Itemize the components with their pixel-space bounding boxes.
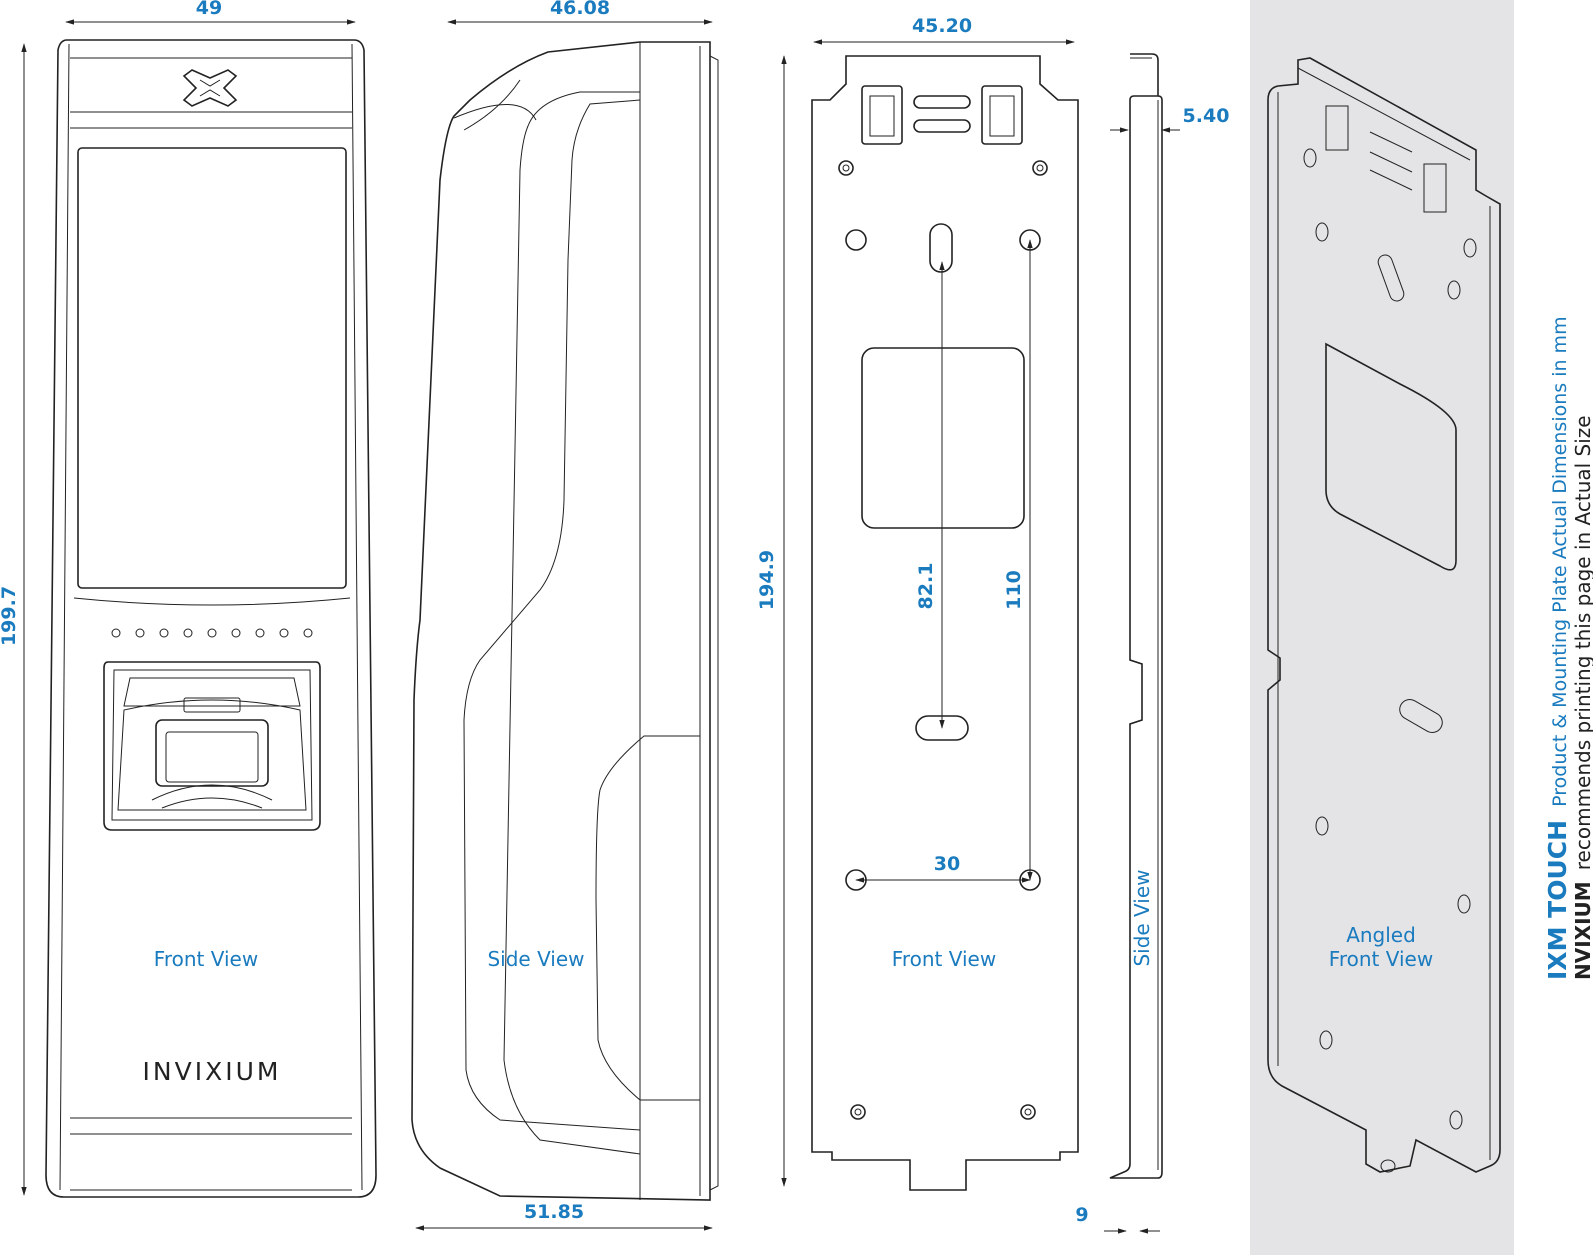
title-description: Product & Mounting Plate Actual Dimensio… [1549, 316, 1571, 806]
fingerprint-sensor [103, 661, 321, 831]
plate-front-view: 45.20 194.9 [756, 15, 1079, 1191]
angled-view-label-line1: Angled [1346, 923, 1416, 947]
plate-front-view-label: Front View [892, 947, 996, 971]
x-logo-icon [182, 69, 238, 107]
device-housing [45, 39, 377, 1198]
angled-view-label-line2: Front View [1329, 947, 1433, 971]
screen-lower-trim [73, 597, 351, 606]
plate-top-clips [861, 85, 1023, 145]
hole-horizontal-dimension: 30 [855, 853, 1031, 883]
plate-height-dimension: 194.9 [756, 55, 787, 1187]
device-side-bezel-left [59, 43, 70, 1191]
vertical-title-block: IXM TOUCH Product & Mounting Plate Actua… [1543, 316, 1593, 980]
height-dimension-label: 199.7 [0, 586, 20, 646]
side-depth-bottom-label: 51.85 [524, 1201, 584, 1223]
device-brand-logo: INVIXIUM [143, 1057, 282, 1086]
plate-side-offset-label: 5.40 [1183, 105, 1230, 127]
device-side-view: 46.08 51.85 Side View [411, 0, 719, 1231]
angled-view-panel: Angled Front View [1250, 0, 1514, 1255]
plate-side-profile [1109, 53, 1163, 1179]
hole-vertical-b-label: 110 [1003, 570, 1025, 610]
plate-top-slot [929, 223, 953, 273]
side-depth-top-label: 46.08 [550, 0, 610, 19]
print-note: NVIXIUM recommends printing this page in… [1571, 415, 1593, 980]
plate-side-view: 5.40 9 Side View [1075, 53, 1230, 1234]
side-depth-top-dimension: 46.08 [447, 0, 713, 25]
angled-plate-drawing [1267, 57, 1501, 1173]
hole-vertical-b-dimension: 110 [1003, 239, 1033, 881]
hole-horizontal-label: 30 [934, 853, 960, 875]
note-brand: NVIXIUM [1571, 881, 1593, 980]
plate-side-view-label: Side View [1130, 869, 1154, 966]
plate-width-label: 45.20 [912, 15, 972, 37]
width-dimension: 49 [65, 0, 356, 25]
height-dimension: 199.7 [0, 43, 27, 1196]
plate-screw-holes [838, 160, 1048, 1120]
hole-vertical-a-dimension: 82.1 [915, 261, 945, 729]
device-screen [77, 147, 347, 589]
plate-width-dimension: 45.20 [813, 15, 1075, 45]
plate-cable-cutout [861, 347, 1025, 529]
plate-side-depth-label: 9 [1075, 1204, 1088, 1226]
product-name: IXM TOUCH [1543, 820, 1572, 980]
page-title: IXM TOUCH Product & Mounting Plate Actua… [1543, 316, 1572, 980]
angled-view-background [1250, 0, 1514, 1255]
side-upper-panel [463, 99, 641, 1131]
device-side-profile [411, 41, 711, 1201]
mounting-plate-outline [811, 55, 1079, 1191]
device-side-bezel-right [351, 43, 363, 1191]
side-depth-bottom-dimension: 51.85 [415, 1201, 713, 1231]
device-front-view: 49 199.7 [0, 0, 377, 1198]
device-front-view-label: Front View [154, 947, 258, 971]
hole-vertical-a-label: 82.1 [915, 563, 937, 610]
side-handle-recess [595, 735, 701, 1101]
plate-height-label: 194.9 [756, 550, 778, 610]
width-dimension-label: 49 [196, 0, 222, 19]
side-inner-contour [503, 91, 641, 1155]
led-indicator-row [111, 628, 313, 638]
device-side-view-label: Side View [487, 947, 584, 971]
note-text: recommends printing this page in Actual … [1571, 415, 1593, 870]
